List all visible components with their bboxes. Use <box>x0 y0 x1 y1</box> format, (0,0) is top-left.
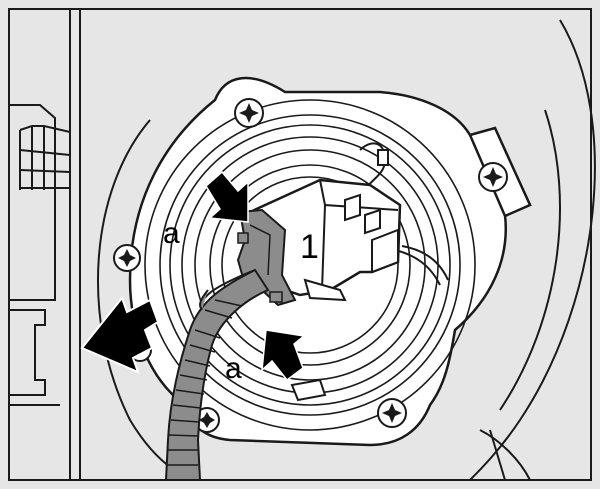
marker-label-lower: a <box>225 352 242 385</box>
screw-left-icon <box>113 244 141 272</box>
image-border <box>8 8 592 481</box>
part-number-label: 1 <box>300 228 319 266</box>
body-panel-left <box>9 9 81 480</box>
screw-top-left-icon <box>234 98 264 128</box>
screw-right-icon <box>478 162 508 192</box>
press-arrow-lower-icon <box>261 329 306 382</box>
pull-arrow-icon <box>80 295 160 374</box>
screw-bottom-right-icon <box>377 398 407 428</box>
lower-right-detail <box>290 378 327 402</box>
wiring-loom <box>164 268 270 481</box>
press-arrow-upper-icon <box>205 170 249 223</box>
marker-label-upper: a <box>163 217 180 250</box>
connector-plug <box>248 178 402 302</box>
thin-wires <box>359 142 449 286</box>
body-contours <box>97 19 596 481</box>
